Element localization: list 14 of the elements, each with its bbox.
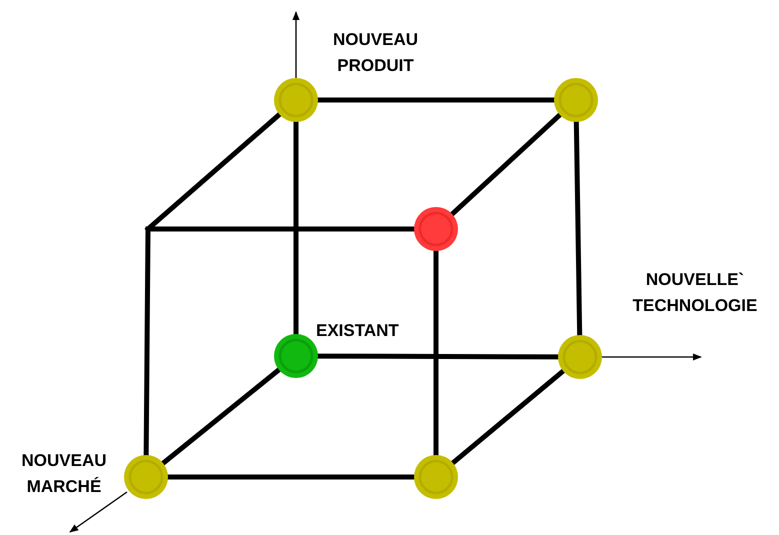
cube-edge-line xyxy=(434,248,438,458)
cube-edge-line xyxy=(450,112,562,217)
cube-edge-line xyxy=(316,98,556,102)
cube-edge-line xyxy=(450,368,566,466)
cube-edge-line xyxy=(160,367,282,466)
cube-edge-line xyxy=(574,120,582,338)
cube-edge-line xyxy=(316,354,560,360)
cube-edge-line xyxy=(166,474,416,480)
axis-label: EXISTANT xyxy=(316,320,400,342)
cube-edge-line xyxy=(146,112,282,232)
axis-label: NOUVELLE` TECHNOLOGIE xyxy=(632,269,758,317)
axis-label: NOUVEAU PRODUIT xyxy=(332,29,419,77)
cube-edge-line xyxy=(294,120,298,336)
axis-label: NOUVEAU MARCHÉ xyxy=(20,450,108,498)
